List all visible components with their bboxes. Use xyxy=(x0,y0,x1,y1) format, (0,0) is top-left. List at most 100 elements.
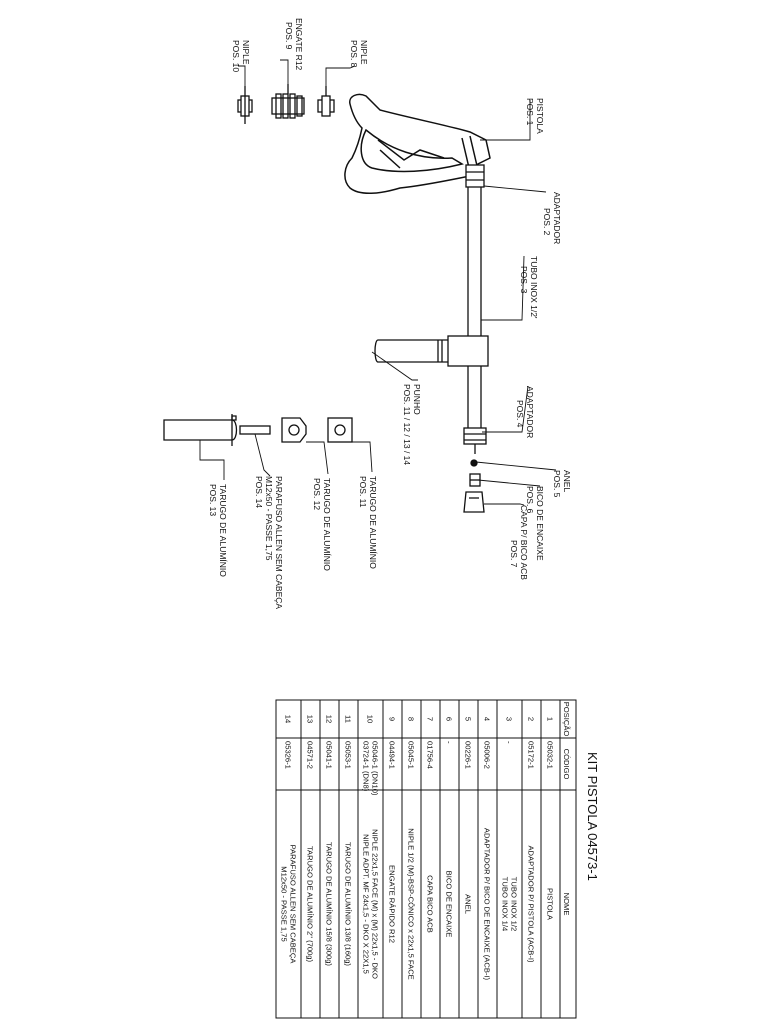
adaptador-pos2-part xyxy=(465,164,485,188)
label-pos14-spec: M12x50 - PASSE 1,75 xyxy=(264,476,274,561)
table-codigo-cell: 04571-2 xyxy=(306,741,315,769)
table-border xyxy=(275,699,577,1019)
table-codigo-cell: 00226-1 xyxy=(464,741,473,769)
table-pos-cell: 12 xyxy=(325,715,334,723)
label-pos1-name: PISTOLA xyxy=(535,98,545,134)
table-codigo-cell: 05326-1 xyxy=(284,741,293,769)
tarugo-pos13-part xyxy=(163,414,238,446)
capa-part xyxy=(463,491,485,513)
table-nome-cell: NIPLE 22x1,5 FACE (M) x (M) 22x1,5 - DKO xyxy=(371,829,380,979)
punho-part xyxy=(374,335,489,367)
table-pos-cell: 1 xyxy=(546,717,555,721)
exploded-view xyxy=(163,84,491,513)
label-pos7-pos: POS. 7 xyxy=(509,540,519,568)
table-codigo-cell: 01756-4 xyxy=(426,741,435,769)
table-nome-cell: ENGATE RÁPIDO R12 xyxy=(388,865,397,943)
table-codigo-cell: - xyxy=(445,741,454,744)
label-pos9-name: ENGATE R12 xyxy=(294,18,304,71)
table-nome-cell: BICO DE ENCAIXE xyxy=(445,871,454,938)
table-codigo-cell: 05032-1 xyxy=(546,741,555,769)
label-pos3-pos: POS. 3 xyxy=(519,266,529,294)
callout-labels: NIPLE POS. 10 ENGATE R12 POS. 9 NIPLE PO… xyxy=(208,18,572,609)
table-codigo-cell: 05053-1 xyxy=(344,741,353,769)
table-codigo-cell: 05045-1 xyxy=(407,741,416,769)
niple-pos10-part xyxy=(237,86,253,124)
leader-lines xyxy=(199,59,557,506)
table-nome-cell: NIPLE ADPT. MF 24x1,5 - DKO X 22X1,5 xyxy=(362,834,371,974)
table-nome-cell: TUBO INOX 1/2 xyxy=(510,877,519,931)
table-header-cell: CÓDIGO xyxy=(562,749,571,780)
label-pos5-pos: POS. 5 xyxy=(552,470,562,498)
table-nome-cell: PISTOLA xyxy=(546,888,555,921)
table-pos-cell: 4 xyxy=(483,717,492,721)
table-pos-cell: 11 xyxy=(344,715,353,723)
table-nome-cell: NIPLE 1/2 (M)-BSP-CÔNICO x 22x1,5 FACE xyxy=(407,828,416,980)
table-pos-cell: 8 xyxy=(407,717,416,721)
anel-part xyxy=(470,459,478,467)
table-pos-cell: 13 xyxy=(306,715,315,723)
table-nome-cell: TARUGO DE ALUMÍNIO 15/8 (300g) xyxy=(325,842,334,966)
table-pos-cell: 10 xyxy=(366,715,375,723)
table-nome-cell: CAPA BICO ACB xyxy=(426,875,435,933)
adaptador-pos4-part xyxy=(463,427,487,454)
label-pos6-name: BICO DE ENCAIXE xyxy=(535,486,545,561)
table-codigo-cell: 05172-1 xyxy=(527,741,536,769)
table-nome-cell: ADAPTADOR P/ PISTOLA (ACB-I) xyxy=(527,845,536,962)
label-pos13-pos: POS. 13 xyxy=(208,484,218,516)
label-punho-name: PUNHO xyxy=(412,384,422,415)
niple-pos8-part xyxy=(317,86,335,117)
table-codigo-cell: 05041-1 xyxy=(325,741,334,769)
table-nome-cell: TARUGO DE ALUMÍNIO 2" (700g) xyxy=(306,846,315,963)
label-pos8-pos: POS. 8 xyxy=(349,40,359,68)
tubo-inox-part xyxy=(467,187,482,428)
label-pos14-pos: POS. 14 xyxy=(254,476,264,508)
table-nome-cell: M12x50 - PASSE 1,75 xyxy=(280,866,289,941)
pistola-part xyxy=(344,93,491,194)
tarugo-pos12-part xyxy=(281,417,307,443)
table-codigo-cell: 04494-1 xyxy=(388,741,397,769)
tarugo-pos11-part xyxy=(327,417,353,443)
label-pos13-name: TARUGO DE ALUMÍNIO xyxy=(218,484,228,577)
label-punho-pos: POS. 11 / 12 / 13 / 14 xyxy=(402,384,412,465)
label-pos10-pos: POS. 10 xyxy=(231,40,241,72)
table-pos-cell: 9 xyxy=(388,717,397,721)
label-pos5-name: ANEL xyxy=(562,470,572,492)
label-pos9-pos: POS. 9 xyxy=(284,22,294,50)
engate-pos9-part xyxy=(271,84,305,119)
table-nome-cell: PARAFUSO ALLEN SEM CABEÇA xyxy=(289,845,298,965)
table-title: KIT PISTOLA 04573-1 xyxy=(585,752,600,881)
label-pos2-pos: POS. 2 xyxy=(542,208,552,236)
table-grid xyxy=(275,699,577,1019)
label-pos14-name: PARAFUSO ALLEN SEM CABEÇA xyxy=(274,476,284,609)
label-pos7-name: CAPA P/ BICO ACB xyxy=(519,505,529,580)
label-pos11-name: TARUGO DE ALUMÍNIO xyxy=(368,476,378,569)
table-nome-cell: TUBO INOX 1/4 xyxy=(501,877,510,931)
table-pos-cell: 3 xyxy=(505,717,514,721)
table-pos-cell: 6 xyxy=(445,717,454,721)
table-nome-cell: ANEL xyxy=(464,894,473,914)
label-pos10-name: NIPLE xyxy=(241,40,251,65)
label-pos11-pos: POS. 11 xyxy=(358,476,368,508)
table-pos-cell: 14 xyxy=(284,715,293,723)
table-pos-cell: 5 xyxy=(464,717,473,721)
table-header-cell: POSIÇÃO xyxy=(562,702,571,737)
label-pos12-name: TARUGO DE ALUMÍNIO xyxy=(322,478,332,571)
table-codigo-cell: - xyxy=(505,741,514,744)
label-pos4-pos: POS. 4 xyxy=(515,400,525,428)
table-pos-cell: 7 xyxy=(426,717,435,721)
table-header-cell: NOME xyxy=(562,893,571,916)
label-pos3-name: TUBO INOX 1/2' xyxy=(529,256,539,319)
table-nome-cell: ADAPTADOR P/ BICO DE ENCAIXE (ACB-I) xyxy=(483,828,492,981)
label-pos12-pos: POS. 12 xyxy=(312,478,322,510)
table-codigo-cell: 03724-1 (DN8) xyxy=(362,741,371,792)
table-text: POSIÇÃOCÓDIGONOME105032-1PISTOLA205172-1… xyxy=(280,702,572,981)
table-codigo-cell: 05006-2 xyxy=(483,741,492,769)
parts-table: POSIÇÃOCÓDIGONOME105032-1PISTOLA205172-1… xyxy=(275,699,577,1019)
label-pos2-name: ADAPTADOR xyxy=(552,192,562,244)
parafuso-part xyxy=(239,425,271,435)
label-pos4-name: ADAPTADOR xyxy=(525,386,535,438)
table-codigo-cell: 05046-1 (DN10) xyxy=(371,741,380,796)
label-pos1-pos: POS. 1 xyxy=(525,98,535,126)
